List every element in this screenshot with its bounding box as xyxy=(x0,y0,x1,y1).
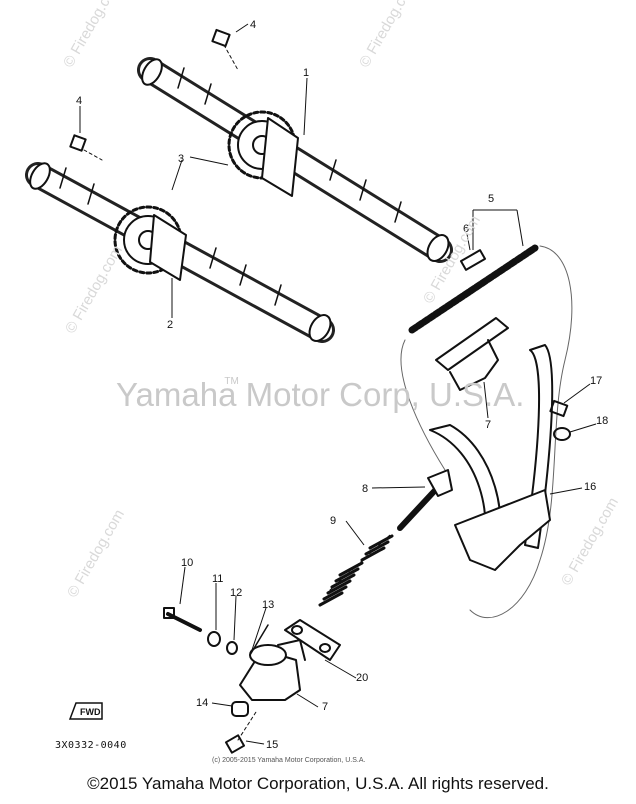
bolt-4-upper xyxy=(211,28,239,71)
bolt-4-lower xyxy=(69,134,103,161)
watermark-tm: TM xyxy=(224,376,239,387)
bolt-11 xyxy=(163,607,202,632)
fwd-label: FWD xyxy=(80,707,101,717)
callout-4-top: 4 xyxy=(250,19,256,31)
callout-15: 14 xyxy=(196,697,208,709)
sprocket-upper xyxy=(227,110,299,197)
callout-6: 6 xyxy=(463,223,469,235)
callout-16: 15 xyxy=(266,739,278,751)
callout-18: 17 xyxy=(590,375,602,387)
bolt-16 xyxy=(224,711,257,754)
callout-13: 12 xyxy=(230,587,242,599)
callout-17: 16 xyxy=(584,481,596,493)
fwd-arrow-icon: FWD xyxy=(68,702,103,720)
callout-9: 8 xyxy=(362,483,368,495)
gasket-20 xyxy=(284,619,341,661)
callout-2: 2 xyxy=(167,319,173,331)
spring-10 xyxy=(318,534,394,607)
diagram-code: 3X0332-0040 xyxy=(55,740,127,751)
watermark-yamaha-text: Yamaha Motor Corp, U.S.A. xyxy=(116,376,525,413)
callout-4-left: 4 xyxy=(76,95,82,107)
callout-14: 13 xyxy=(262,599,274,611)
callout-5: 5 xyxy=(488,193,494,205)
chain-guide-17 xyxy=(429,344,554,571)
callout-1: 1 xyxy=(303,67,309,79)
callout-3: 3 xyxy=(178,153,184,165)
footer-copyright: ©2015 Yamaha Motor Corporation, U.S.A. A… xyxy=(87,774,549,793)
callout-8: 7 xyxy=(322,701,328,713)
tensioner-body-8 xyxy=(239,639,306,701)
callout-11: 10 xyxy=(181,557,193,569)
push-rod-9 xyxy=(397,469,453,531)
callout-10: 9 xyxy=(330,515,336,527)
oring-13 xyxy=(226,641,238,655)
watermark-yamaha: Yamaha Motor Corp, U.S.A.TM xyxy=(116,376,524,414)
callout-7: 7 xyxy=(485,419,491,431)
cap-15 xyxy=(231,701,249,717)
washer-12 xyxy=(207,631,221,647)
parts-diagram: 4 1 4 3 2 5 6 7 17 18 8 16 9 10 11 12 13… xyxy=(25,19,608,754)
chain-joint-6 xyxy=(459,249,487,271)
washer-19 xyxy=(553,427,571,441)
callout-19: 18 xyxy=(596,415,608,427)
sprocket-lower xyxy=(113,205,187,281)
pin-14 xyxy=(249,624,269,656)
chain-guide-7 xyxy=(435,317,509,391)
small-copyright: (c) 2005-2015 Yamaha Motor Corporation, … xyxy=(212,757,366,764)
callout-12: 11 xyxy=(212,573,223,585)
cam-chain xyxy=(400,244,573,619)
bolt-18 xyxy=(549,399,569,418)
callout-20: 20 xyxy=(356,672,368,684)
